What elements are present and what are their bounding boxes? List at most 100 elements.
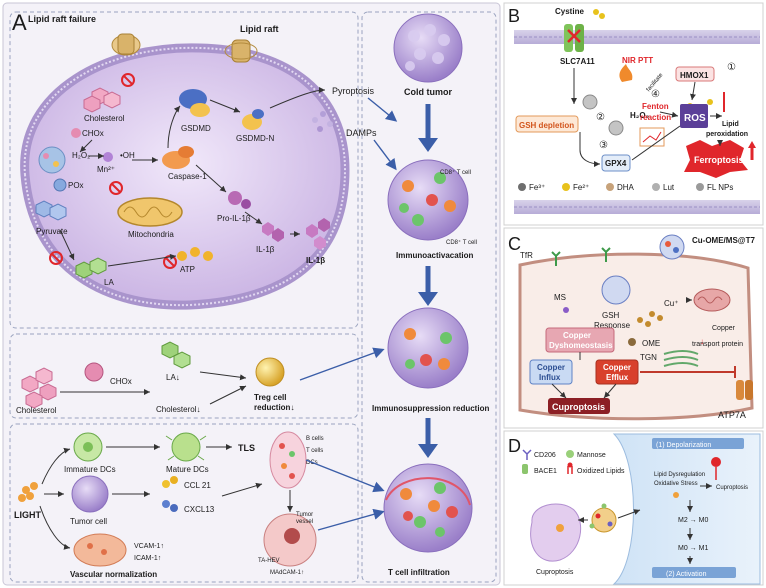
nanoparticle-d-icon (589, 503, 617, 533)
influx-label-2: Influx (539, 373, 561, 382)
step-3-label: ③ (599, 140, 608, 151)
tgn-icon (663, 350, 699, 367)
cd206-label: CD206 (534, 452, 556, 459)
mitochondria-c-icon (693, 288, 731, 312)
tfr-receptor-icon (551, 247, 611, 266)
atp-icon (177, 247, 213, 261)
efflux-label-2: Efflux (606, 373, 629, 382)
cu-label: Cu⁺ (664, 299, 678, 308)
lipid-raft-failure-icon (111, 33, 141, 56)
inhibit-icon (109, 181, 123, 195)
il-in-label: IL-1β (256, 245, 275, 254)
efflux-label-1: Copper (603, 363, 631, 372)
cholesterol-icon (83, 87, 121, 113)
cuproptosis-top-label: Cuproptosis (716, 485, 748, 491)
cu-particles-icon (637, 311, 663, 327)
cholesterol-down-label: Cholesterol↓ (156, 405, 200, 414)
vascular-label: Vascular normalization (70, 570, 157, 579)
chox-mid-icon (84, 362, 104, 382)
gsh-depletion-label: GSH depletion (519, 121, 574, 130)
step-4-label: ④ (651, 89, 660, 100)
fenton-label: Fenton (642, 102, 669, 111)
legend-label: FL NPs (707, 183, 733, 192)
ms-label: MS (554, 293, 566, 302)
inhibit-icon (121, 73, 135, 87)
inhibit-icon (49, 251, 63, 265)
damps-label: DAMPs (346, 128, 377, 138)
membrane-top (514, 30, 760, 44)
cholesterol-cluster-icon (21, 367, 57, 409)
gsdmd-n-label: GSDMD-N (236, 134, 274, 143)
cd8-label: CD8⁺ T cell (440, 169, 471, 176)
cuproptosis-box (548, 398, 610, 414)
tumor-cell-label: Tumor cell (70, 517, 107, 526)
legend-swatch (696, 183, 704, 191)
immunosuppression-label: Immunosuppression reduction (372, 404, 489, 413)
atp-label: ATP (180, 265, 195, 274)
cholesterol-mid-label: Cholesterol (16, 406, 57, 415)
mannose-icon (566, 450, 574, 458)
il-icon (262, 222, 284, 242)
panel-c: C TfR Cu-OME/MS@T7 MS GSH Response Cu⁺ O… (503, 227, 764, 429)
oxidative-stress-label: Oxidative Stress (654, 481, 698, 487)
depolarization-banner (652, 438, 744, 449)
transport-label-1: Copper (712, 325, 736, 332)
panel-b-letter: B (508, 6, 520, 26)
cxcl13-icon (162, 500, 178, 512)
cold-tumor-icon (393, 13, 463, 83)
copper-efflux-box (595, 359, 639, 385)
bace1-label: BACE1 (534, 468, 557, 475)
tfr-label: TfR (520, 251, 533, 260)
legend-label: DHA (617, 183, 635, 192)
pox-label: POx (68, 181, 84, 190)
mn-label: Mn²⁺ (97, 165, 115, 174)
slc7a11-label: SLC7A11 (560, 57, 595, 66)
vascular-icon (73, 533, 127, 567)
la-mid-label: LA↓ (166, 373, 180, 382)
bace1-icon (522, 464, 528, 474)
infiltration-label: T cell infiltration (388, 568, 450, 577)
m0-m1-label: M0 → M1 (678, 545, 708, 552)
legend-swatch (562, 183, 570, 191)
chox-icon (71, 128, 81, 138)
fire-icon (619, 64, 633, 82)
oxidized-lipids-label: Oxidized Lipids (577, 468, 625, 475)
nanoparticle-icon (582, 94, 624, 136)
endosome-icon (601, 275, 631, 305)
mitochondria-icon (117, 197, 183, 227)
cell-box (9, 11, 359, 329)
mature-dc-icon (165, 432, 207, 462)
mitochondria-label: Mitochondria (128, 230, 174, 239)
cu-ome-ms-nanoparticle-icon (659, 234, 685, 260)
dys-label-2: Dyshomeostasis (549, 341, 613, 350)
cuproptosis-label: Cuproptosis (552, 402, 605, 412)
gsdmd-n-icon (242, 109, 264, 130)
infiltration-tumor-icon (383, 463, 473, 553)
macrophage-cell-icon (530, 503, 582, 562)
copper-influx-box (529, 359, 573, 385)
ferroptosis-label: Ferroptosis (694, 155, 744, 165)
caspase-label: Caspase-1 (168, 172, 207, 181)
tumor-vessel-label: Tumor (296, 512, 313, 518)
panel-d: D (1) Depolarization (2) Activation CD20… (503, 430, 764, 586)
madcam-label: MAdCAM-1↑ (270, 570, 304, 576)
treg-reduction-label: reduction↓ (254, 403, 294, 412)
legend-swatch (652, 183, 660, 191)
gpx4-box (601, 154, 631, 172)
cold-tumor-label: Cold tumor (404, 87, 452, 97)
fenton-reaction-label: reaction (640, 113, 671, 122)
h2o2-label: H₂O₂ (72, 151, 90, 160)
lipid-raft-icon (224, 39, 258, 63)
nanoparticle-icon (38, 146, 66, 174)
influx-label-1: Copper (537, 363, 565, 372)
light-label: LIGHT (14, 510, 41, 520)
la-mid-icon (161, 341, 191, 369)
atp7a-label: ATP7A (718, 410, 746, 420)
depolarization-label: (1) Depolarization (656, 442, 711, 449)
cholesterol-label: Cholesterol (84, 114, 125, 123)
chox-mid-label: CHOx (110, 377, 132, 386)
step-1-label: ① (727, 62, 736, 73)
panel-a: A Lipid raft failure Lipid raft (2, 2, 501, 586)
tls-label: TLS (238, 443, 255, 453)
